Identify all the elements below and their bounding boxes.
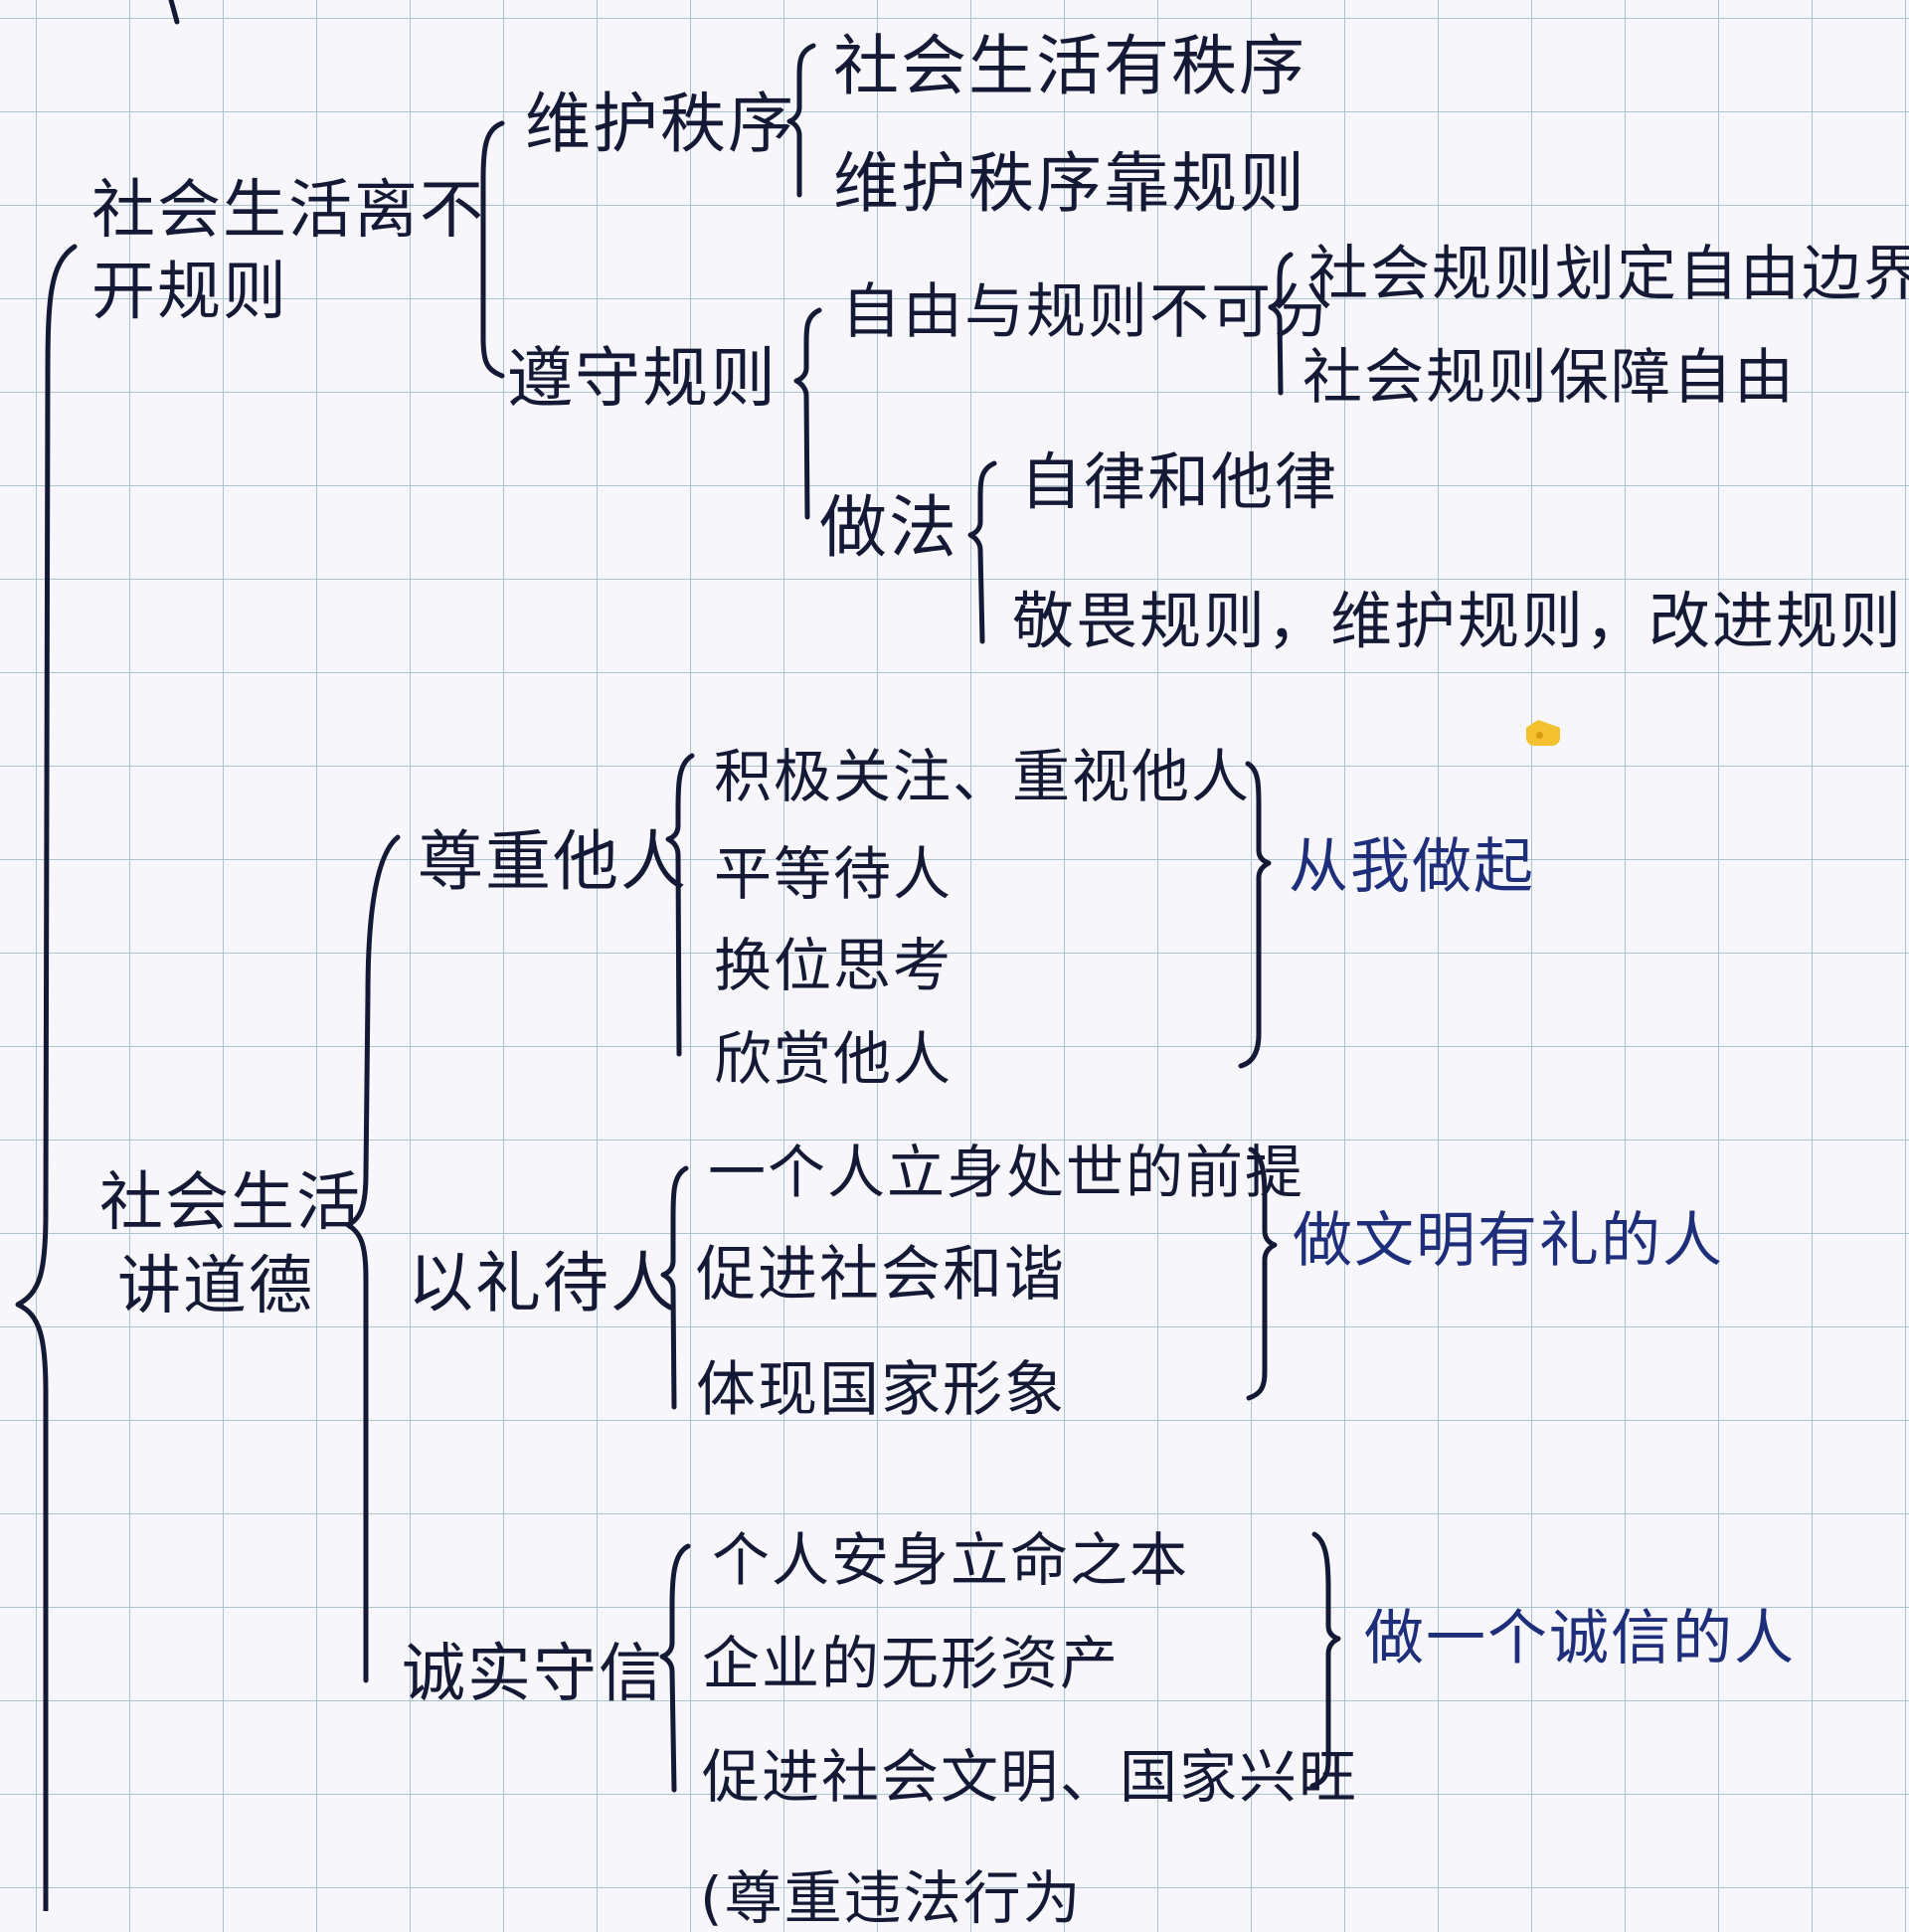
node-weihu-zhixu: 维护秩序 (525, 86, 795, 162)
root-bracket (15, 244, 78, 1911)
node-huanwei: 换位思考 (714, 932, 954, 999)
node-chengxin: 诚实守信 (402, 1638, 664, 1711)
bracket-rules (480, 120, 505, 379)
node-zilv-talv: 自律和他律 (1020, 445, 1339, 518)
node-huading-bianjie: 社会规则划定自由边界 (1308, 240, 1909, 309)
root-node-daode-line2: 讲道德 (117, 1250, 314, 1323)
node-xingwang: 促进社会文明、国家兴旺 (702, 1743, 1359, 1811)
bracket-daode (345, 834, 401, 1683)
pen-tip-mark (168, 0, 180, 25)
bracket-zunzhong (665, 753, 695, 1057)
node-anshen: 个人安身立命之本 (712, 1526, 1190, 1594)
node-xingxiang: 体现国家形象 (696, 1355, 1066, 1425)
bracket-weihu (786, 43, 816, 198)
node-shehui-you-zhixu: 社会生活有秩序 (833, 28, 1306, 104)
node-xinshang: 欣赏他人 (714, 1025, 954, 1093)
bracket-chengxin-ren (1309, 1531, 1341, 1789)
bracket-yili (660, 1165, 689, 1410)
node-hexie: 促进社会和谐 (696, 1240, 1066, 1310)
node-pingdeng: 平等待人 (714, 840, 954, 908)
node-zichan: 企业的无形资产 (702, 1630, 1121, 1697)
node-jingwei-guize: 敬畏规则，维护规则，改进规则. (1012, 585, 1909, 657)
node-zuofa: 做法 (819, 489, 959, 568)
bracket-chengxin (659, 1543, 691, 1793)
node-wenming-ren: 做文明有礼的人 (1293, 1206, 1724, 1276)
bracket-cong-wo (1238, 761, 1272, 1069)
root-node-rules-line1: 社会生活离不 (91, 174, 485, 248)
node-ziyou-guize: 自由与规则不可分 (841, 277, 1334, 347)
bracket-wenming (1246, 1146, 1278, 1401)
node-weihu-kao-guize: 维护秩序靠规则 (833, 145, 1306, 222)
root-node-daode-line1: 社会生活 (99, 1166, 362, 1240)
bracket-zuofa (967, 460, 997, 644)
node-qianti: 一个人立身处世的前提 (708, 1139, 1305, 1206)
root-node-rules-line2: 开规则 (91, 256, 288, 329)
node-chengxin-ren: 做一个诚信的人 (1364, 1604, 1796, 1673)
node-cong-wo: 从我做起 (1289, 832, 1535, 902)
node-yili: 以礼待人 (408, 1245, 678, 1321)
bracket-ziyou (1268, 252, 1294, 396)
node-baozhang-ziyou: 社会规则保障自由 (1302, 343, 1796, 413)
node-bottom-partial: (尊重违法行为 (700, 1864, 1083, 1932)
node-zunshou-guize: 遵守规则 (507, 340, 778, 417)
node-zunzhong: 尊重他人 (418, 823, 688, 900)
bracket-zunshou (793, 307, 822, 520)
node-guanzhu: 积极关注、重视他人 (714, 743, 1252, 810)
